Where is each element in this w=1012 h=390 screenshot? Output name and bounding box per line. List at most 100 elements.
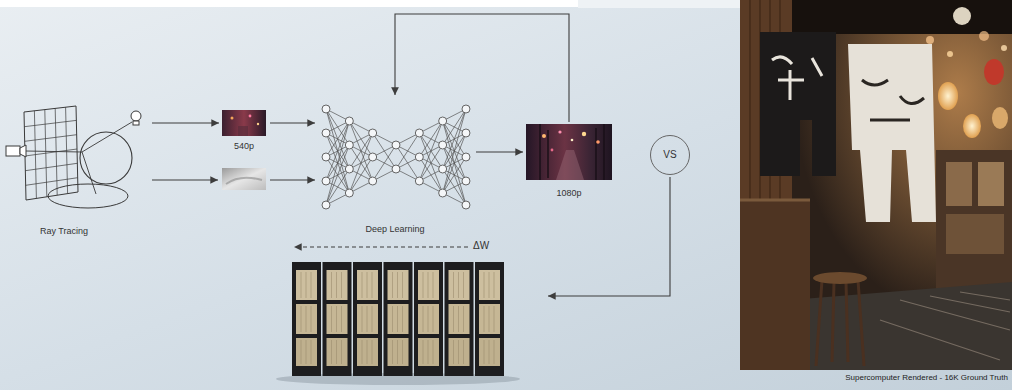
ray-tracing-figure [131, 111, 141, 121]
input-frame-image [238, 126, 248, 136]
input-frame-image [231, 117, 234, 120]
network-link [443, 145, 466, 205]
network-link [326, 145, 349, 205]
network-link [443, 133, 466, 193]
ground-truth-photo [984, 59, 1004, 85]
ground-truth-photo [946, 214, 1004, 254]
network-neuron [392, 165, 400, 173]
input-frame: 540p [222, 110, 266, 136]
flow-arrow [152, 122, 219, 123]
ground-truth-photo [740, 199, 810, 202]
network-link [326, 109, 349, 169]
flow-arrow [476, 151, 523, 152]
network-neuron [439, 141, 447, 149]
connector-layer [152, 14, 569, 152]
ground-truth-photo [848, 44, 936, 222]
output-frame-image [582, 132, 586, 136]
ground-truth-photo [946, 162, 972, 206]
ground-truth-photo [760, 32, 836, 176]
ground-truth-photo [938, 82, 958, 110]
network-neuron [462, 177, 470, 185]
ray-tracing-figure [26, 122, 132, 152]
network-neuron [415, 177, 423, 185]
network-link [443, 109, 466, 169]
connector-line [548, 177, 670, 296]
network-neuron [439, 189, 447, 197]
network-neuron [369, 129, 377, 137]
ray-tracing-figure: Ray Tracing [4, 100, 148, 212]
ground-truth-photo [1001, 45, 1007, 51]
network-neuron [439, 117, 447, 125]
input-frame-image [257, 123, 259, 125]
flow-arrow [395, 14, 569, 122]
ray-tracing-figure [24, 106, 78, 200]
ground-truth-photo [862, 80, 924, 120]
network-neuron [322, 129, 330, 137]
dashed-arrow [294, 246, 468, 247]
network-neuron [369, 153, 377, 161]
supercomputer [475, 262, 504, 376]
network-link [419, 145, 442, 181]
network-neuron [322, 153, 330, 161]
network-neuron [369, 177, 377, 185]
ground-truth-photo [963, 114, 981, 138]
supercomputer [276, 262, 520, 385]
output-frame-image [558, 130, 561, 133]
weight-update-label: ΔW [473, 240, 489, 252]
input-frame-image [222, 110, 266, 136]
network-link [349, 157, 372, 193]
network-neuron [415, 129, 423, 137]
output-frame-image [556, 150, 584, 180]
network-link [349, 133, 372, 193]
network-neuron [415, 153, 423, 161]
ground-truth-photo [813, 272, 867, 284]
network-link [349, 121, 372, 181]
network-link [326, 169, 349, 205]
motion-vector-frame [222, 168, 266, 190]
motion-vector-frame [226, 178, 262, 184]
supercomputer [384, 262, 413, 376]
ground-truth-photo [740, 0, 1012, 370]
arrow [270, 179, 315, 180]
input-frame-image [249, 115, 252, 118]
network-link [373, 145, 396, 181]
supercomputer [353, 262, 382, 376]
network-link [443, 157, 466, 193]
network-neuron [462, 153, 470, 161]
ray-tracing-figure [82, 152, 96, 194]
network-neuron [439, 165, 447, 173]
output-frame: 1080p [526, 124, 612, 180]
output-frame-image [571, 139, 574, 142]
network-neuron [462, 105, 470, 113]
network-link [419, 133, 442, 193]
supercomputer [414, 262, 443, 376]
ground-truth-photo [772, 57, 822, 100]
ray-tracing-figure [133, 121, 139, 125]
network-neuron [345, 141, 353, 149]
ground-truth-photo [979, 31, 989, 41]
ray-tracing-figure [6, 106, 141, 208]
output-frame-image [526, 124, 612, 180]
output-frame-image [596, 140, 600, 144]
motion-vector-frame [222, 168, 266, 190]
input-frame-image [222, 110, 266, 136]
neural-network: Deep Learning [318, 98, 472, 216]
ground-truth-photo [947, 51, 953, 57]
supercomputer [445, 262, 474, 376]
output-frame-image [551, 149, 554, 152]
network-link [419, 121, 442, 181]
ray-tracing-figure [20, 145, 26, 157]
network-neuron [345, 165, 353, 173]
neural-network [322, 105, 470, 209]
ground-truth-photo: Supercomputer Rendered - 16K Ground Trut… [740, 0, 1012, 370]
supercomputer [292, 262, 321, 376]
ground-truth-photo [740, 200, 810, 370]
output-frame-image [542, 134, 546, 138]
ray-tracing-figure [48, 184, 128, 208]
ground-truth-photo [880, 292, 1010, 360]
supercomputer [323, 262, 352, 376]
ground-truth-photo [992, 107, 1008, 129]
network-neuron [345, 117, 353, 125]
